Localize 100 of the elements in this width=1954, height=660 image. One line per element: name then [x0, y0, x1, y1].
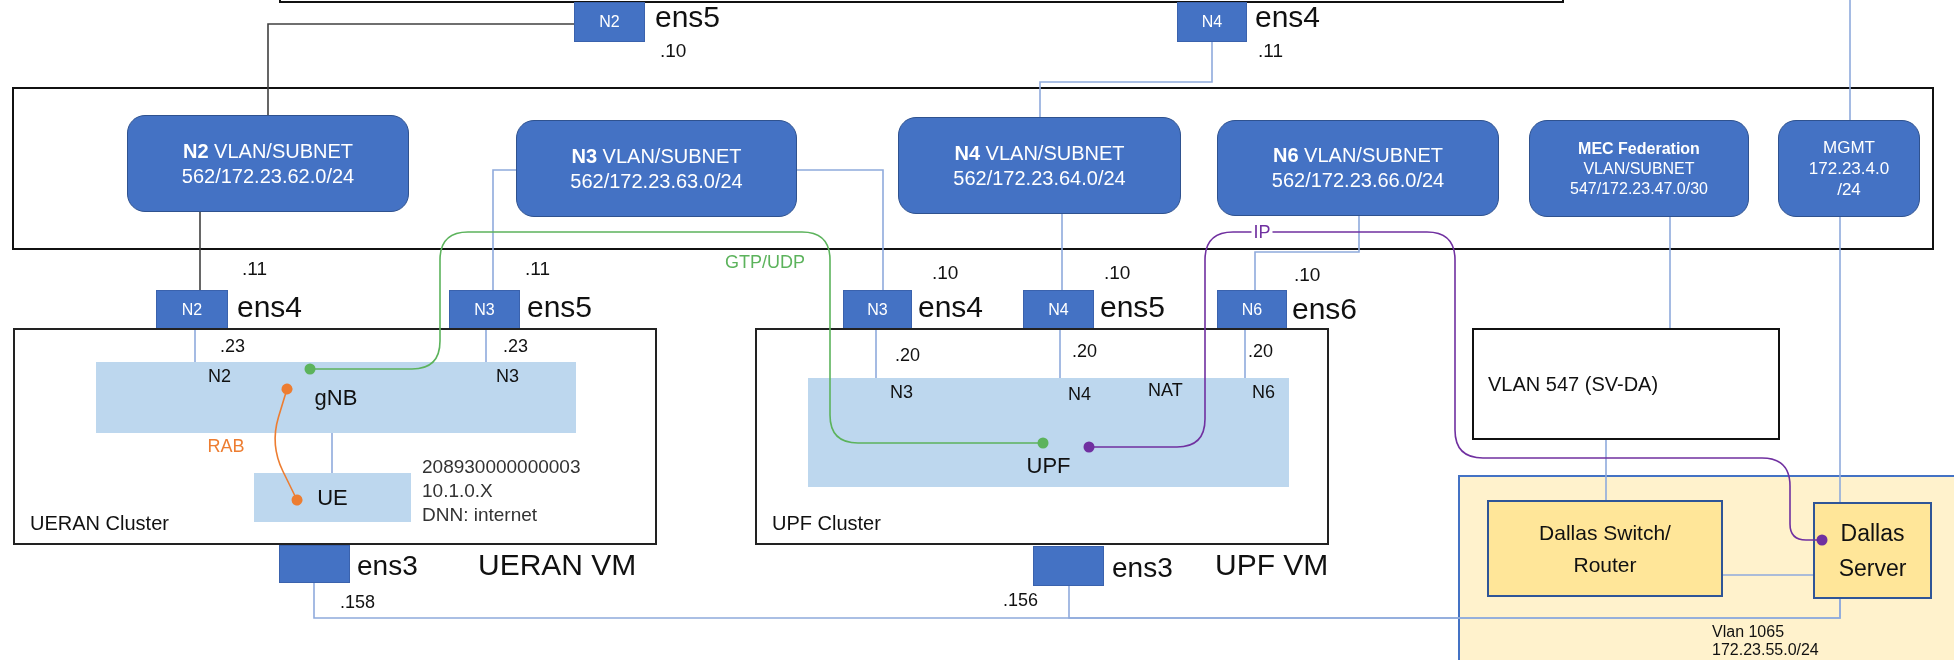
port-label: N4 [1201, 13, 1223, 31]
port-label: N3 [867, 301, 888, 319]
box-label: MGMT 172.23.4.0 /24 [1807, 136, 1891, 201]
box-label: N3 VLAN/SUBNET 562/172.23.63.0/24 [569, 143, 744, 194]
interface-label: .20 [1248, 341, 1274, 362]
annotation-text: UERAN VM [478, 548, 637, 583]
interface-port [279, 545, 350, 583]
connector-line [796, 169, 884, 291]
connector-line [194, 329, 196, 363]
interface-label: NAT [1148, 380, 1183, 401]
annotation-text: .11 [242, 258, 267, 280]
annotation-text: UPF VM [1215, 548, 1329, 583]
vlan-box [1778, 120, 1920, 217]
annotation-text: .10 [660, 40, 687, 62]
site-region [1458, 475, 1954, 660]
vlan-box [516, 120, 797, 217]
box-label: Dallas Server [1837, 519, 1908, 583]
annotation-text: .156 [1003, 590, 1039, 611]
cluster-box [13, 328, 657, 545]
network-function-box [96, 362, 576, 433]
box-label: UERAN Cluster [30, 512, 169, 535]
box-label: UPF [1026, 453, 1071, 479]
box-label: gNB [314, 384, 358, 411]
connector-line [1669, 216, 1671, 329]
interface-label: .20 [1072, 341, 1098, 362]
annotation-text: ens4 [237, 290, 303, 325]
annotation-text: 10.1.0.X [422, 480, 493, 502]
connector-line [199, 211, 201, 291]
interface-port [1217, 290, 1287, 330]
annotation-text: .10 [932, 262, 959, 284]
annotation-text: 208930000000003 [422, 456, 581, 478]
interface-label: .23 [220, 336, 246, 357]
connector-line [875, 329, 877, 379]
cluster-box [755, 328, 1329, 545]
vlan-box [1217, 120, 1499, 216]
interface-port [156, 290, 228, 330]
interface-port [1023, 290, 1094, 330]
interface-label: N2 [208, 366, 231, 387]
box-label: N6 VLAN/SUBNET 562/172.23.66.0/24 [1270, 143, 1446, 193]
interface-label: N6 [1252, 382, 1275, 403]
box-label: UE [317, 484, 348, 511]
annotation-text: ens4 [1255, 0, 1321, 35]
box-label: Dallas Switch/ Router [1538, 520, 1672, 578]
interface-label: N4 [1068, 384, 1091, 405]
device-box [1487, 500, 1723, 597]
interface-port [1177, 2, 1247, 42]
connector-line [492, 169, 517, 291]
annotation-text: .11 [525, 258, 550, 280]
box-label: MEC Federation [1577, 138, 1701, 159]
annotation-text: ens3 [1112, 552, 1173, 585]
connector-line [331, 432, 333, 474]
annotation-text: .11 [1258, 40, 1283, 62]
connector-line [1849, 0, 1851, 121]
annotation-text: ens3 [357, 550, 418, 583]
annotation-text: ens5 [655, 0, 721, 35]
box-label: UPF Cluster [772, 512, 881, 535]
connector-line [1059, 329, 1061, 379]
network-function-box [808, 378, 1289, 487]
network-function-box [254, 473, 411, 522]
flow-path [274, 383, 303, 506]
port-label: N2 [181, 301, 203, 319]
annotation-text: ens5 [1100, 290, 1166, 325]
annotation-text: ens6 [1292, 292, 1358, 327]
connector-line [267, 23, 575, 116]
box-label: VLAN/SUBNET 547/172.23.47.0/30 [1569, 158, 1709, 199]
box-label: Vlan 1065 172.23.55.0/24 [1712, 623, 1820, 659]
fabric-box [1472, 328, 1780, 440]
device-box [1813, 502, 1932, 599]
interface-port [1033, 546, 1104, 586]
connector-line [1068, 585, 1841, 619]
interface-port [574, 2, 645, 42]
annotation-text: .10 [1104, 262, 1131, 284]
annotation-text: ens4 [918, 290, 984, 325]
port-label: N3 [474, 301, 495, 319]
annotation-text: .158 [340, 592, 376, 613]
annotation-text: ens5 [527, 290, 593, 325]
annotation-text: DNN: internet [422, 504, 538, 526]
connector-line [485, 329, 487, 363]
vlan-box [1529, 120, 1749, 217]
connector-line [1254, 215, 1360, 291]
connector-line [1839, 216, 1841, 503]
vlan-box [898, 117, 1181, 214]
interface-port [449, 290, 520, 330]
port-label: N2 [599, 13, 620, 31]
interface-label: .23 [503, 336, 529, 357]
flow-path [1083, 231, 1828, 546]
connector-line [1244, 329, 1246, 379]
network-box [12, 87, 1934, 250]
connector-line [1722, 574, 1814, 576]
interface-label: N3 [496, 366, 519, 387]
interface-label: N3 [890, 382, 913, 403]
box-label: N4 VLAN/SUBNET 562/172.23.64.0/24 [952, 140, 1127, 191]
interface-label: .20 [895, 345, 921, 366]
port-label: N4 [1048, 301, 1069, 319]
box-label: VLAN 547 (SV-DA) [1488, 372, 1659, 396]
box-label: N2 VLAN/SUBNET 562/172.23.62.0/24 [180, 138, 356, 189]
annotation-text: .10 [1294, 264, 1321, 286]
connector-line [1061, 213, 1063, 291]
interface-port [843, 290, 912, 330]
flow-path [304, 231, 1049, 449]
